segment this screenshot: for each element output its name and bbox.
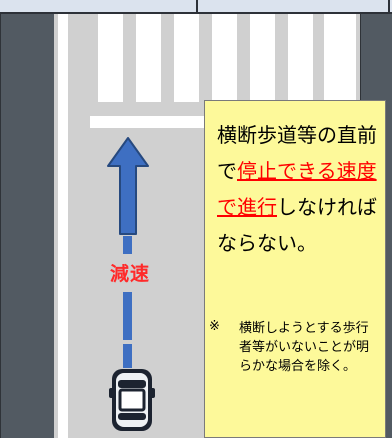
rule-text-part1: 横断歩道等の直前で <box>217 123 377 183</box>
exception-note: 横断しようとする歩行者等がいないことが明らかな場合を除く。 <box>239 321 370 374</box>
road-edge-line-left <box>58 14 68 438</box>
frame-tick <box>388 0 390 12</box>
car-icon <box>109 369 155 431</box>
travel-path-dash <box>123 344 132 368</box>
rule-note: 横断歩道等の直前で停止できる速度で進行しなければならない。 ※ 横断しようとする… <box>204 100 386 438</box>
stop-line <box>90 116 208 128</box>
frame-tick <box>196 0 198 12</box>
roadside-left <box>0 14 55 438</box>
frame-top <box>0 0 392 14</box>
travel-path-dash <box>123 236 132 254</box>
crosswalk-stripe <box>174 14 199 102</box>
crosswalk-stripe <box>250 14 275 102</box>
crosswalk-stripe <box>324 14 349 102</box>
crosswalk-stripe <box>212 14 237 102</box>
rule-text-part2: しなければならない。 <box>217 195 377 255</box>
crosswalk-stripe <box>136 14 161 102</box>
rule-text: 横断歩道等の直前で停止できる速度で進行しなければならない。 <box>217 117 385 261</box>
decelerate-label: 減速 <box>109 263 150 285</box>
crosswalk-stripe <box>288 14 313 102</box>
up-arrow-icon <box>107 137 149 235</box>
travel-path-dash <box>123 292 132 340</box>
crosswalk-stripe <box>98 14 123 102</box>
rule-text-highlight: 停止できる速度で進行 <box>217 159 377 219</box>
note-mark: ※ <box>209 319 220 334</box>
